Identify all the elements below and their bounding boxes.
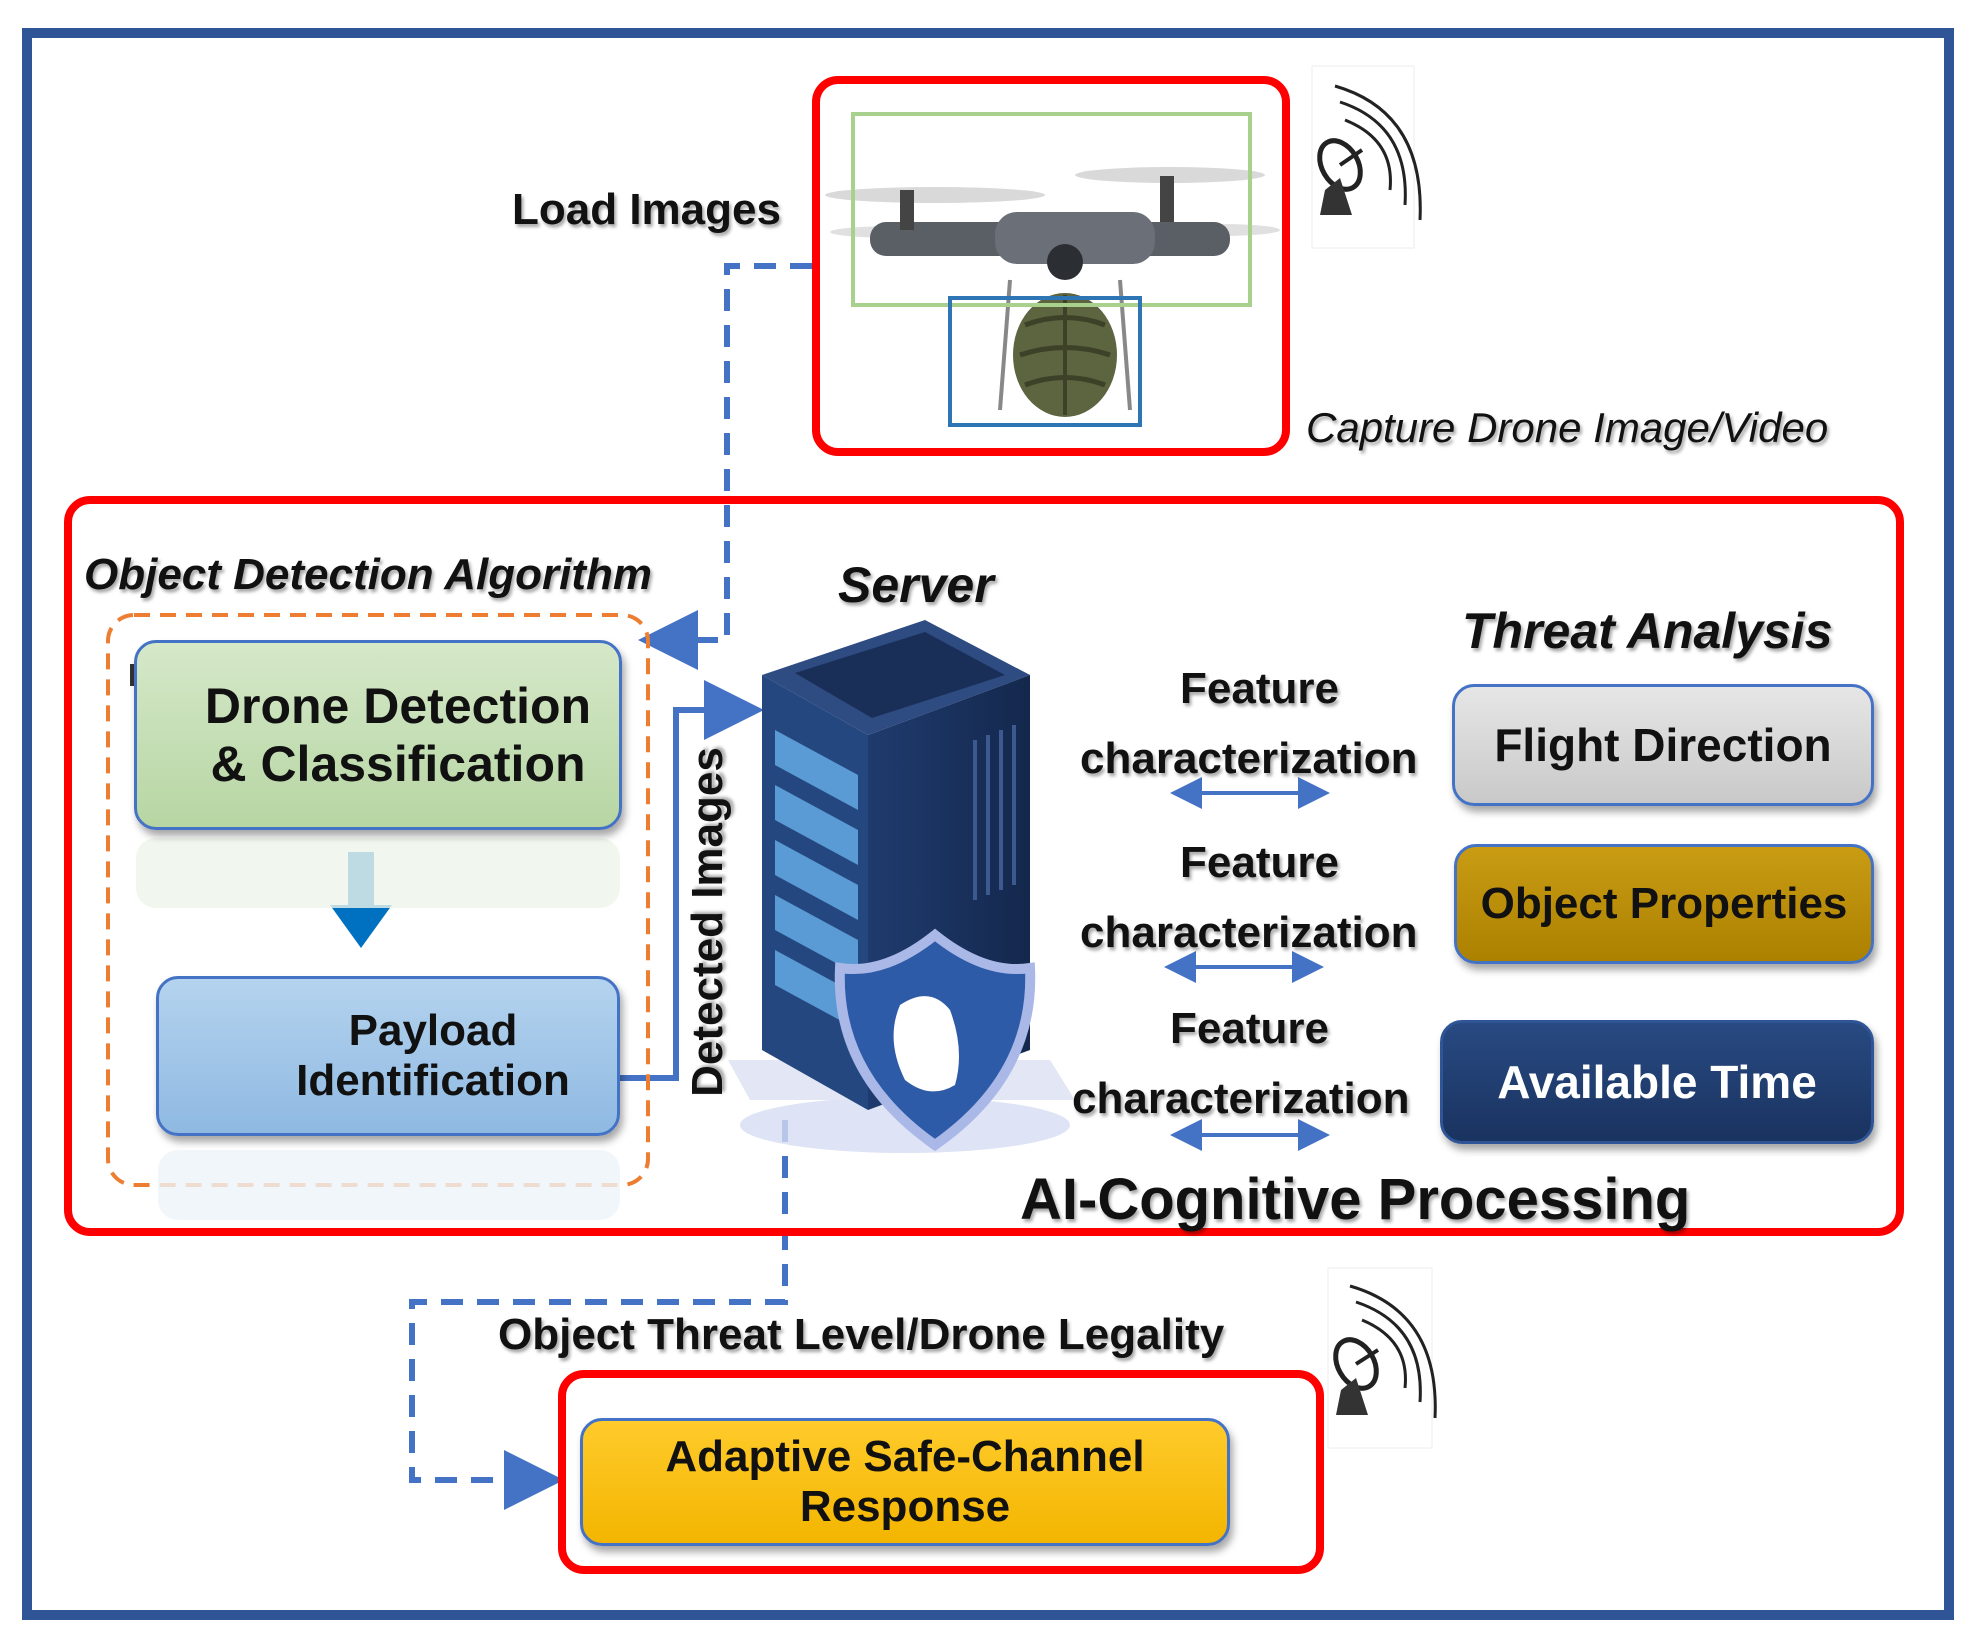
available-time-box: Available Time [1440,1020,1874,1144]
drone-detection-line1: Drone Detection [204,678,592,734]
detected-images-label: Detected Images [683,747,732,1097]
feature-label-3-line1: Feature [1170,1004,1329,1053]
response-line2: Response [799,1482,1011,1531]
drone-bounding-box [851,112,1252,307]
feature-label-1-line2: characterization [1080,734,1418,783]
payload-identification-box: Payload Identification [156,976,620,1136]
payload-bounding-box [948,296,1142,427]
satellite-dish-icon-bottom [1327,1267,1437,1449]
feature-label-3-line2: characterization [1072,1074,1410,1123]
load-images-label: Load Images [512,185,781,234]
payload-line1: Payload [348,1006,518,1055]
feature-label-2-line2: characterization [1080,908,1418,957]
flight-direction-label: Flight Direction [1494,719,1832,771]
satellite-dish-icon-top [1311,65,1422,249]
object-detection-algorithm-label: Object Detection Algorithm [84,550,652,599]
ai-cognitive-label: AI-Cognitive Processing [1020,1167,1691,1232]
server-icon [728,620,1075,1153]
object-properties-box: Object Properties [1454,844,1874,964]
ai-processing-region [64,496,1904,1236]
drone-photo [825,167,1280,417]
feature-label-2-line1: Feature [1180,838,1339,887]
adaptive-response-box: Adaptive Safe-Channel Response [580,1418,1230,1546]
threat-analysis-label: Threat Analysis [1462,603,1833,659]
payload-box-reflection [158,1150,620,1220]
threat-level-label: Object Threat Level/Drone Legality [498,1310,1225,1359]
feature-label-1-line1: Feature [1180,664,1339,713]
drone-detection-box: Drone Detection & Classification [134,640,622,830]
available-time-label: Available Time [1497,1056,1817,1108]
response-region [558,1370,1324,1574]
flight-direction-box: Flight Direction [1452,684,1874,806]
drone-box-reflection [136,838,620,908]
object-properties-label: Object Properties [1480,879,1848,928]
response-line1: Adaptive Safe-Channel [665,1432,1145,1481]
outer-frame [22,28,1954,1620]
payload-line2: Identification [296,1056,570,1105]
server-label: Server [838,557,994,613]
load-images-connector [638,263,812,670]
capture-label: Capture Drone Image/Video [1306,404,1829,451]
threat-level-connector [409,1120,788,1510]
drone-detection-line2: & Classification [210,736,586,792]
capture-region [812,76,1290,456]
